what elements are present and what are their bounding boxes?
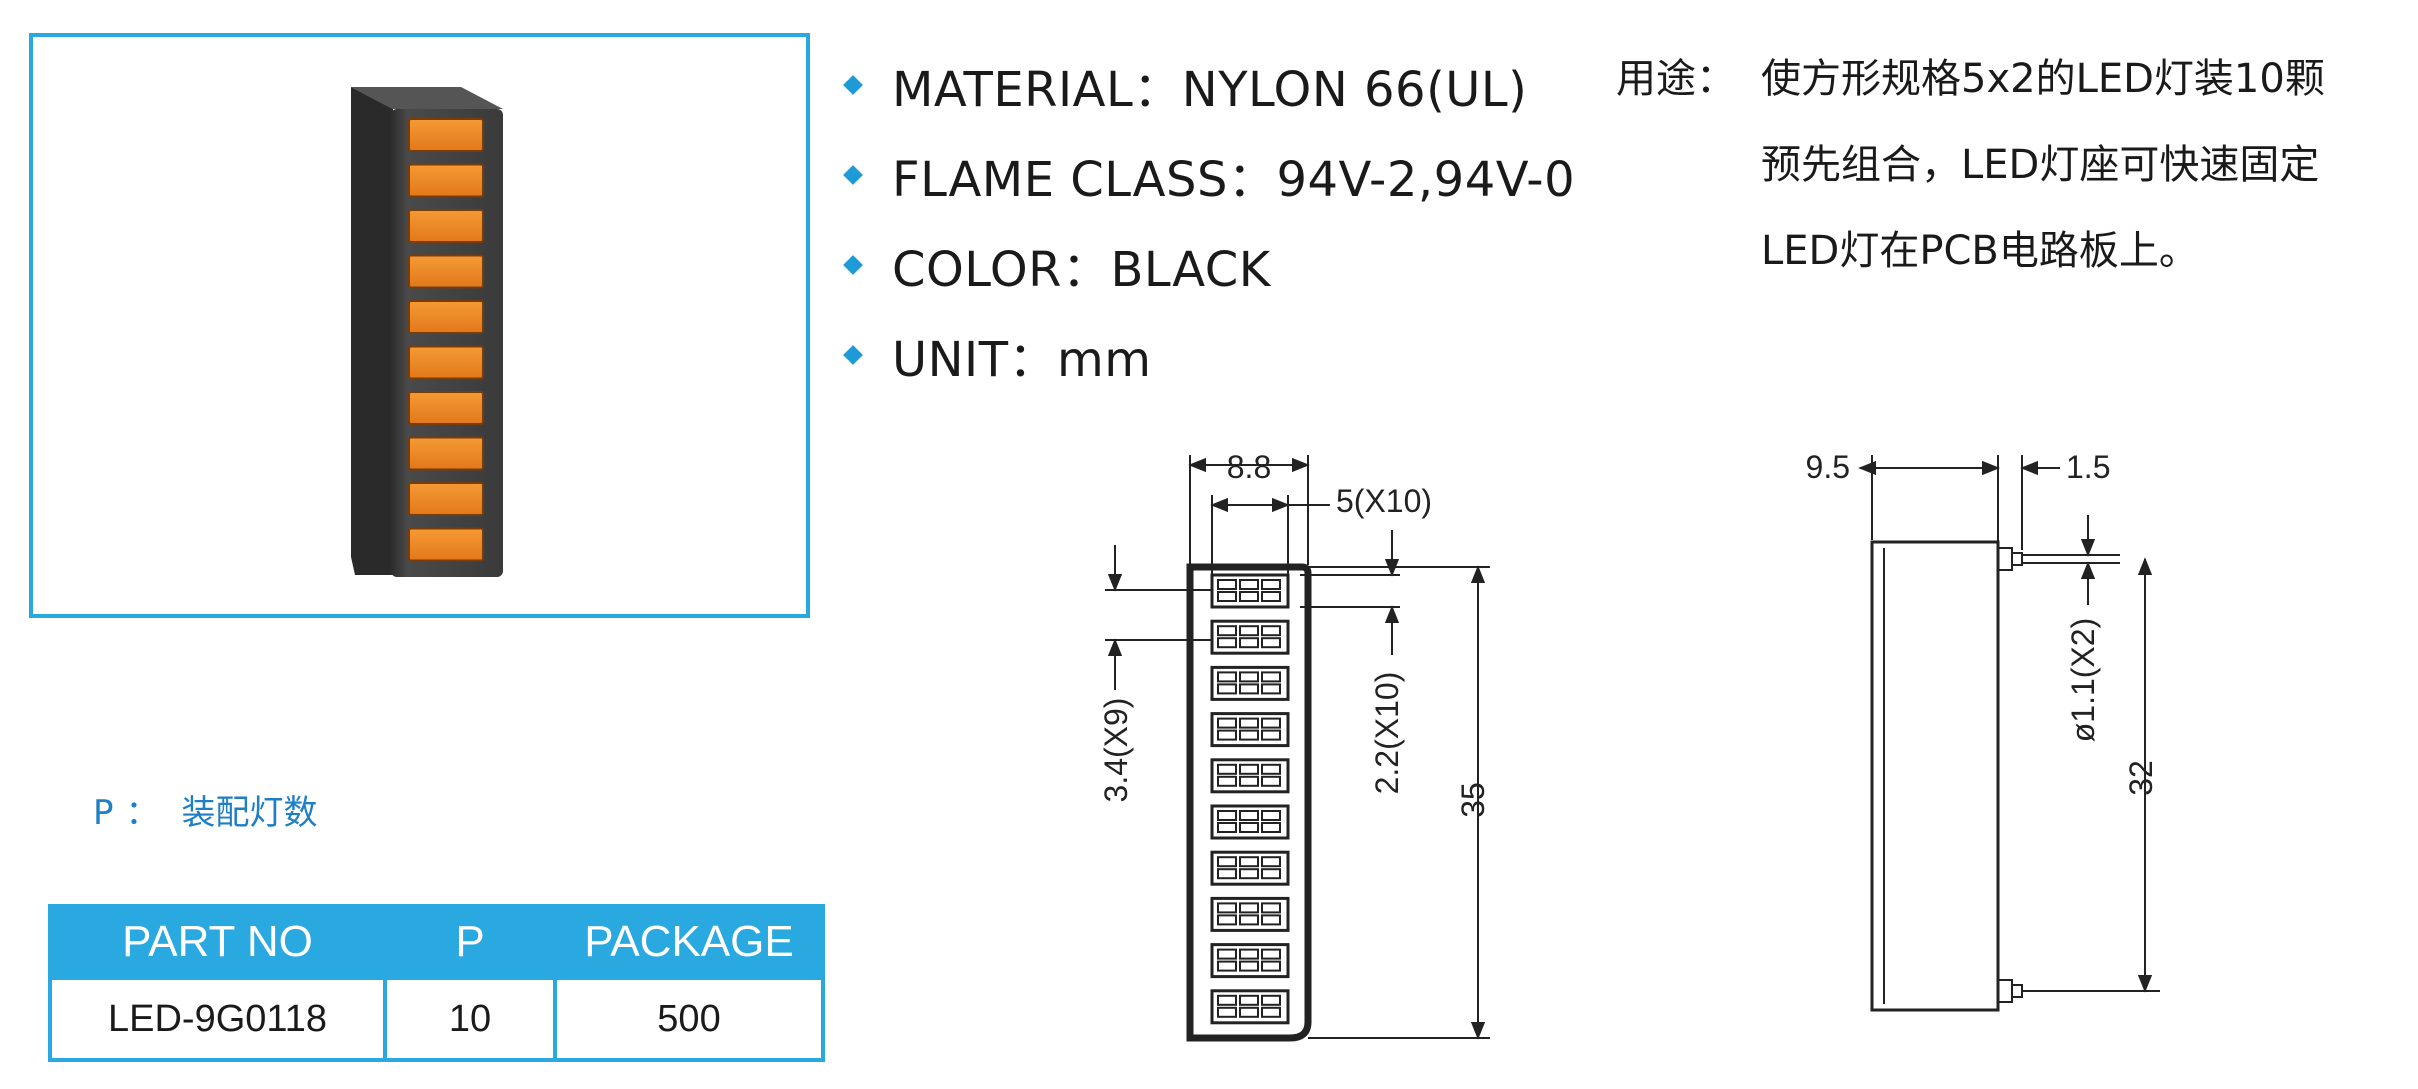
front-view-drawing [1105, 455, 1490, 1042]
side-view-drawing [1858, 455, 2160, 1012]
legend-text: 装配灯数 [181, 793, 318, 833]
dim-height: 35 [1455, 782, 1491, 818]
spec-sep: ： [1227, 152, 1277, 208]
dim-pin-span: 32 [2123, 760, 2159, 796]
housing-side [351, 87, 393, 575]
front-slot [1210, 850, 1290, 886]
cell-part-no: LED-9G0118 [48, 977, 387, 1062]
product-photo-frame [29, 33, 810, 618]
front-slot [1210, 943, 1290, 979]
dim-depth: 9.5 [1806, 449, 1850, 485]
front-slot [1210, 619, 1290, 655]
front-slot [1210, 989, 1290, 1025]
led-segment [408, 163, 484, 198]
led-segment [408, 527, 484, 562]
usage-line: LED灯在PCB电路板上。 [1761, 228, 2199, 274]
header-p: P [383, 904, 557, 980]
legend-key: P [93, 793, 114, 833]
dim-pitch: 3.4(X9) [1098, 698, 1134, 803]
cell-p: 10 [383, 977, 557, 1062]
header-package: PACKAGE [553, 904, 825, 980]
p-legend: P ： 装配灯数 [93, 785, 318, 834]
front-slot [1210, 804, 1290, 840]
spec-item-color: COLOR：BLACK [838, 220, 1598, 310]
spec-item-unit: UNIT：mm [838, 310, 1598, 400]
spec-list: MATERIAL：NYLON 66(UL) FLAME CLASS：94V-2,… [838, 40, 1598, 400]
spec-label: MATERIAL [892, 62, 1134, 118]
spec-sep: ： [1008, 332, 1058, 388]
led-segment [408, 209, 484, 243]
dim-pin: 1.5 [2066, 449, 2110, 485]
usage-line: 预先组合，LED灯座可快速固定 [1761, 142, 2320, 188]
spec-label: COLOR [892, 242, 1062, 298]
spec-value: 94V-2,94V-0 [1276, 152, 1576, 208]
pin-top [2011, 552, 2023, 566]
dim-width: 8.8 [1227, 449, 1271, 485]
spec-item-flame-class: FLAME CLASS：94V-2,94V-0 [838, 130, 1598, 220]
housing-top [351, 87, 503, 109]
spec-value: NYLON 66(UL) [1181, 62, 1528, 118]
front-slot-group [1210, 573, 1290, 1025]
front-view-outline [1186, 563, 1312, 1042]
led-segment [408, 300, 484, 334]
dim-slot-height: 2.2(X10) [1369, 672, 1405, 795]
front-slot [1210, 712, 1290, 748]
product-photo [351, 87, 503, 577]
spec-value: mm [1057, 332, 1152, 388]
part-table: PART NO P PACKAGE LED-9G0118 10 500 [48, 904, 825, 1062]
cell-package: 500 [553, 977, 825, 1062]
usage-text: 使方形规格5x2的LED灯装10颗 预先组合，LED灯座可快速固定 LED灯在P… [1761, 36, 2401, 294]
spec-sep: ： [1133, 62, 1182, 118]
spec-value: BLACK [1110, 242, 1271, 298]
usage-line: 使方形规格5x2的LED灯装10颗 [1761, 56, 2325, 102]
led-segment-group [408, 118, 484, 562]
spec-label: UNIT [892, 332, 1009, 388]
led-segment [408, 254, 484, 289]
led-segment [408, 436, 484, 471]
front-slot [1210, 896, 1290, 932]
dim-pin-dia: ø1.1(X2) [2065, 618, 2101, 742]
led-segment [408, 118, 484, 152]
led-segment [408, 345, 484, 380]
spec-sep: ： [1061, 242, 1111, 298]
legend-sep: ： [125, 793, 160, 833]
led-segment [408, 482, 484, 516]
front-slot [1210, 573, 1290, 609]
front-slot [1210, 665, 1290, 701]
spec-item-material: MATERIAL：NYLON 66(UL) [838, 40, 1598, 130]
side-view-body [1870, 540, 2000, 1012]
table-row: LED-9G0118 10 500 [48, 977, 825, 1062]
header-part-no: PART NO [48, 904, 387, 980]
usage-label: 用途： [1616, 56, 1736, 102]
pin-bottom [2011, 984, 2023, 998]
led-segment [408, 391, 484, 425]
table-header-row: PART NO P PACKAGE [48, 904, 825, 980]
dim-slot: 5(X10) [1336, 483, 1432, 519]
spec-label: FLAME CLASS [892, 152, 1228, 208]
front-slot [1210, 758, 1290, 794]
